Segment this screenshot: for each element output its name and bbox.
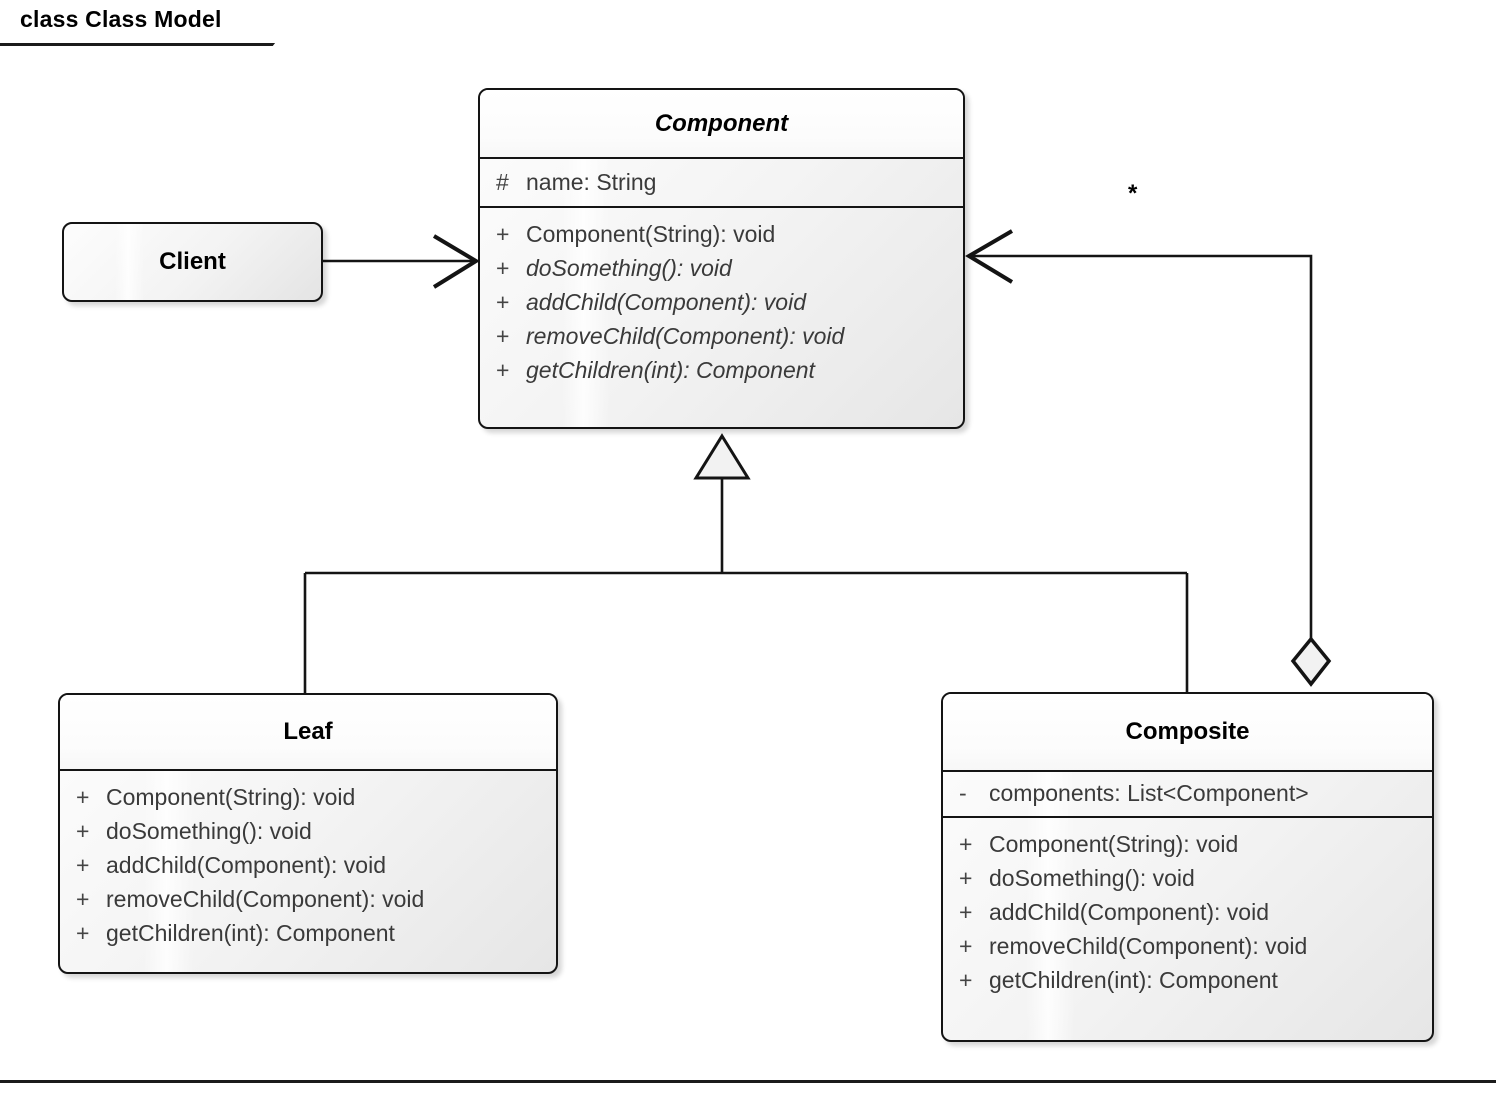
operation-signature: Component(String): void [106,784,356,810]
visibility-marker: + [959,967,973,993]
operation-signature: getChildren(int): Component [526,357,815,383]
attributes-compartment-composite: - components: List<Component> [943,770,1432,816]
operation-signature: getChildren(int): Component [106,920,395,946]
operation-signature: removeChild(Component): void [106,886,425,912]
attributes-compartment-component: # name: String [480,157,963,206]
class-name-client: Client [159,248,226,275]
attribute-row: - components: List<Component> [943,776,1432,810]
visibility-marker: + [496,221,510,247]
operation-row: + removeChild(Component): void [60,882,556,916]
visibility-marker: + [496,323,510,349]
edge-composite-aggregates-component [965,229,1332,687]
operation-signature: doSomething(): void [989,865,1195,891]
class-box-client[interactable]: Client [62,222,323,302]
visibility-marker: + [959,831,973,857]
operation-row: + addChild(Component): void [60,848,556,882]
operations-compartment-composite: + Component(String): void + doSomething(… [943,816,1432,1006]
operation-row: + doSomething(): void [60,814,556,848]
edge-generalization-tree [303,433,1189,693]
visibility-marker: + [959,899,973,925]
class-name-composite: Composite [943,694,1432,770]
operation-signature: removeChild(Component): void [526,323,845,349]
operation-row: + addChild(Component): void [943,895,1432,929]
operation-signature: getChildren(int): Component [989,967,1278,993]
operation-signature: Component(String): void [989,831,1239,857]
operation-signature: doSomething(): void [526,255,732,281]
operation-signature: addChild(Component): void [989,899,1269,925]
operation-row: + Component(String): void [943,827,1432,861]
operation-row: + removeChild(Component): void [480,319,963,353]
diagram-frame-bottom-border [0,1080,1496,1083]
operation-row: + Component(String): void [60,780,556,814]
class-name-component: Component [480,90,963,157]
operation-row: + addChild(Component): void [480,285,963,319]
visibility-marker: + [496,289,510,315]
operation-signature: addChild(Component): void [526,289,806,315]
attribute-signature: name: String [526,169,657,195]
visibility-marker: + [76,784,90,810]
class-box-component[interactable]: Component # name: String + Component(Str… [478,88,965,429]
operation-row: + doSomething(): void [480,251,963,285]
operation-row: + getChildren(int): Component [480,353,963,387]
multiplicity-label-star: * [1128,180,1138,207]
visibility-marker: - [959,780,967,806]
operation-row: + removeChild(Component): void [943,929,1432,963]
diagram-title-label: class Class Model [20,6,222,32]
operation-signature: Component(String): void [526,221,776,247]
visibility-marker: # [496,169,509,195]
visibility-marker: + [496,357,510,383]
operation-row: + getChildren(int): Component [943,963,1432,997]
visibility-marker: + [959,865,973,891]
visibility-marker: + [959,933,973,959]
operation-signature: removeChild(Component): void [989,933,1308,959]
operation-signature: addChild(Component): void [106,852,386,878]
class-name-leaf: Leaf [60,695,556,769]
visibility-marker: + [496,255,510,281]
operations-compartment-component: + Component(String): void + doSomething(… [480,206,963,396]
class-box-leaf[interactable]: Leaf + Component(String): void + doSomet… [58,693,558,974]
attribute-row: # name: String [480,165,963,199]
operation-row: + doSomething(): void [943,861,1432,895]
visibility-marker: + [76,920,90,946]
edge-client-to-component [323,234,480,289]
visibility-marker: + [76,818,90,844]
operation-row: + Component(String): void [480,217,963,251]
attribute-signature: components: List<Component> [989,780,1309,806]
diagram-frame-tab [0,0,315,46]
operation-row: + getChildren(int): Component [60,916,556,950]
visibility-marker: + [76,852,90,878]
class-box-composite[interactable]: Composite - components: List<Component> … [941,692,1434,1042]
visibility-marker: + [76,886,90,912]
operations-compartment-leaf: + Component(String): void + doSomething(… [60,769,556,959]
operation-signature: doSomething(): void [106,818,312,844]
